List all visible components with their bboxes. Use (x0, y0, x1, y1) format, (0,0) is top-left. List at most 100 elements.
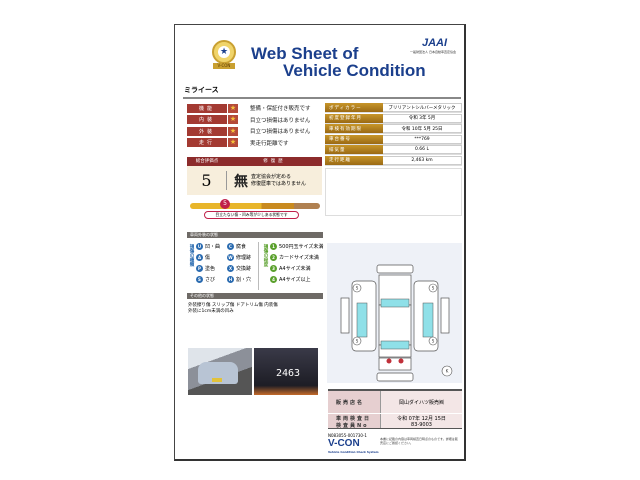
history-text: 査定協会が定める修復歴車ではありません (251, 174, 306, 188)
damage-code-badge: C (227, 242, 234, 250)
other-section-header: その他の状態 (187, 293, 323, 299)
damage-code-badge: P (196, 264, 203, 272)
dealer-key: 販売店名 (328, 391, 380, 413)
odometer-photo[interactable]: 2463 (254, 348, 318, 395)
damage-type-label: 損傷の種類 (189, 244, 194, 267)
dealer-table-border (328, 389, 462, 429)
odometer-reading: 2463 (276, 368, 301, 379)
damage-diagram: S S S S K (327, 243, 462, 383)
damage-size-name: A4サイズ未満 (279, 265, 311, 272)
rating-row: 内装★ 目立つ損傷はありません (187, 115, 323, 125)
spec-row: ボディカラーブリリアントシルバーメタリック (325, 103, 462, 113)
tire-mark: S (432, 286, 435, 291)
score-header-label: 総合評価点 (195, 159, 219, 164)
rating-text: 目立つ損傷はありません (250, 129, 311, 135)
spec-value: ***769 (383, 134, 462, 144)
other-line-2: 外装に1cm未満の凹み (188, 309, 234, 314)
damage-type-name: 修理跡 (236, 254, 252, 261)
damage-size-name: A4サイズ以上 (279, 276, 311, 283)
dealer-row: 販売店名岡山ダイハツ販売㈱ (328, 391, 462, 413)
divider (183, 97, 461, 99)
size-code-badge: 1 (270, 242, 277, 250)
damage-code-badge: S (196, 275, 203, 283)
tire-mark: S (356, 339, 359, 344)
star-icon: ★ (228, 138, 238, 147)
rating-text: 整備・保証付き販売です (250, 106, 311, 112)
spec-row: 車検有効期限令和 10年 5月 25日 (325, 124, 462, 134)
spec-key: ボディカラー (325, 103, 383, 112)
exterior-section-header: 車両外装の状態 (187, 232, 323, 238)
damage-size-name: 500円玉サイズ未満 (279, 243, 324, 250)
spec-key: 走行距離 (325, 155, 383, 165)
tire-mark: S (356, 286, 359, 291)
spec-blank-area (325, 168, 462, 216)
score-callout: 目立たない傷・凹み等が少しある状態です (204, 211, 299, 219)
legend-divider (258, 242, 259, 290)
footer-brand: V-CON (328, 438, 360, 449)
size-code-badge: 3 (270, 264, 277, 272)
score-scale-marker: 5 (220, 199, 230, 209)
history-mark: 無 (234, 173, 248, 190)
dealer-row: 車両検査日令和 07年 12月 15日 (328, 414, 462, 422)
rating-label: 走行 (187, 138, 227, 147)
dealer-value: 令和 07年 12月 15日 (380, 414, 462, 422)
score-value: 5 (187, 171, 227, 190)
spec-value: 令和 3年 5月 (383, 113, 462, 123)
spec-key: 車検有効期限 (325, 124, 383, 133)
vehicle-photo[interactable] (188, 348, 252, 395)
rating-row: 走行★実走行距離です (187, 138, 323, 148)
title-line2: Vehicle Condition (283, 61, 426, 80)
dealer-key: 検査員No (328, 422, 380, 429)
jaai-logo: JAAI (422, 37, 448, 49)
tire-mark: S (432, 339, 435, 344)
car-name: ミライース (184, 86, 219, 94)
damage-type-name: 凹・曲 (205, 243, 221, 250)
rating-label: 機能 (187, 103, 227, 113)
star-icon: ★ (228, 115, 238, 124)
rating-label: 内装 (187, 115, 227, 124)
spec-row: 初度登録年月令和 3年 5月 (325, 113, 462, 124)
rating-row: 機能★ 整備・保証付き販売です (187, 103, 323, 113)
size-code-badge: 2 (270, 253, 277, 261)
footer-serial: N083055-001730-1 (328, 433, 367, 438)
damage-code-badge: X (227, 264, 234, 272)
title-line1: Web Sheet of (251, 44, 359, 63)
diagram-mark: K (446, 369, 449, 374)
spec-value: ブリリアントシルバーメタリック (383, 103, 462, 112)
history-text-2: 修復歴車ではありません (251, 180, 306, 187)
damage-code-badge: U (196, 242, 203, 250)
star-icon: ★ (228, 103, 238, 113)
rating-text: 目立つ損傷はありません (250, 117, 311, 124)
damage-type-name: 交換跡 (236, 265, 252, 272)
damage-size-name: カードサイズ未満 (279, 254, 319, 261)
footer-brand-sub: Vehicle Condition Check System (328, 450, 379, 454)
dealer-value: 岡山ダイハツ販売㈱ (380, 391, 462, 413)
spec-row: 車台番号***769 (325, 134, 462, 145)
footer-note: 本書に記載の内容は車両検査日時点のものです。詳細は販売店にご確認ください。 (380, 437, 458, 445)
spec-key: 車台番号 (325, 134, 383, 144)
spec-key: 排気量 (325, 145, 383, 154)
history-text-1: 査定協会が定める (251, 173, 292, 180)
dealer-key: 車両検査日 (328, 414, 380, 422)
damage-code-badge: A (196, 253, 203, 261)
size-code-badge: 4 (270, 275, 277, 283)
spec-key: 初度登録年月 (325, 113, 383, 123)
damage-type-name: さび (205, 276, 216, 283)
vcon-logo: ★ (212, 40, 236, 64)
damage-code-badge: H (227, 275, 234, 283)
